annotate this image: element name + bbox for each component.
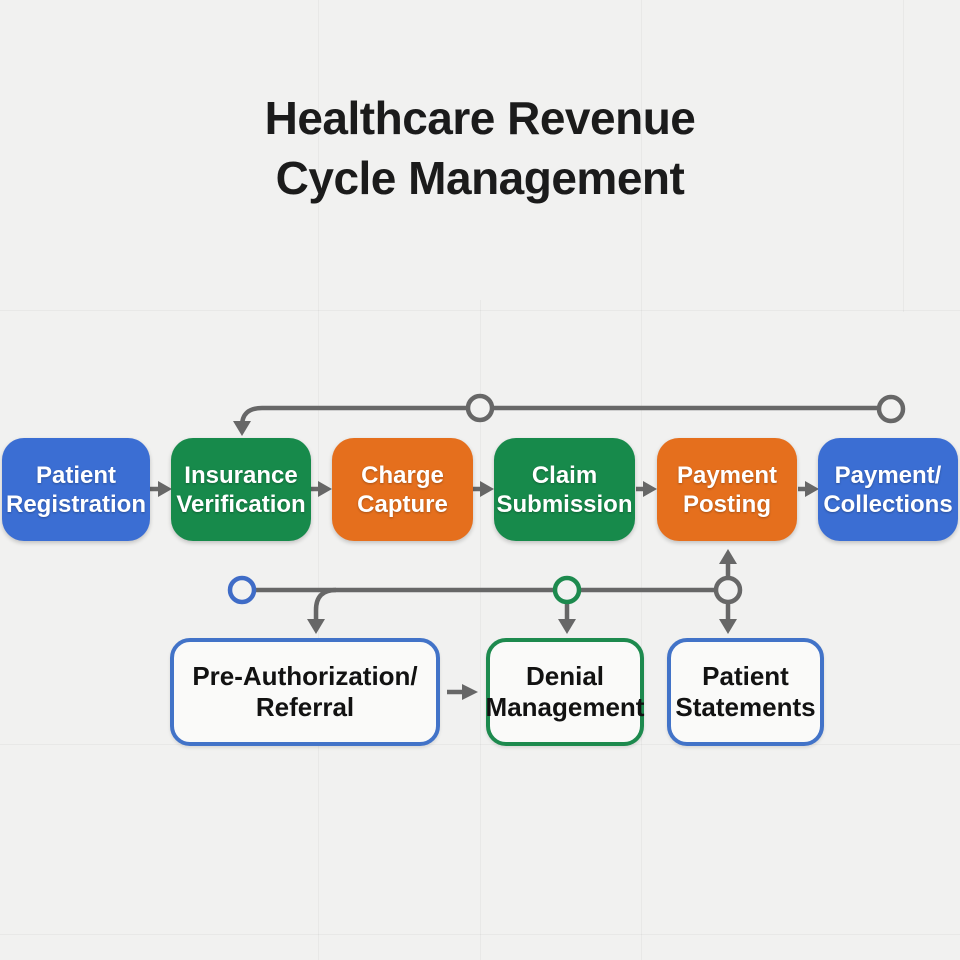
node-label: Patient Registration xyxy=(5,461,146,518)
node-charge-capture: Charge Capture xyxy=(332,438,473,541)
ring-node-top-right xyxy=(876,394,906,424)
arrow-down-into-denial-management xyxy=(558,619,576,634)
node-label: Charge Capture xyxy=(357,461,448,518)
branch-to-pre-authorization xyxy=(313,587,337,621)
ring-node-bottom-left-blue xyxy=(227,575,257,605)
ring-node-bottom-middle-green xyxy=(552,575,582,605)
arrow-down-into-patient-statements xyxy=(719,619,737,634)
node-pre-authorization-referral: Pre-Authorization/ Referral xyxy=(170,638,440,746)
node-payment-posting: Payment Posting xyxy=(657,438,797,541)
node-label: Claim Submission xyxy=(496,461,633,518)
node-patient-registration: Patient Registration xyxy=(2,438,150,541)
background-seam-horizontal xyxy=(0,744,960,745)
node-patient-statements: Patient Statements xyxy=(667,638,824,746)
node-label: Denial Management xyxy=(485,661,645,722)
arrow-down-into-insurance-verification xyxy=(233,421,251,436)
arrow-verification-to-charge xyxy=(311,481,332,497)
background-seam-horizontal xyxy=(0,934,960,935)
background-seam-vertical xyxy=(903,0,904,312)
secondary-connector-line xyxy=(227,549,743,634)
arrow-preauth-to-denial xyxy=(447,684,478,700)
arrow-posting-to-collections xyxy=(798,481,819,497)
diagram-title: Healthcare Revenue Cycle Management xyxy=(180,88,780,208)
diagram-title-line1: Healthcare Revenue xyxy=(264,92,696,144)
arrow-up-into-payment-posting xyxy=(719,549,737,564)
arrow-down-into-pre-authorization xyxy=(307,619,325,634)
arrow-claim-to-posting xyxy=(636,481,657,497)
node-claim-submission: Claim Submission xyxy=(494,438,635,541)
node-label: Payment/ Collections xyxy=(823,461,953,518)
ring-node-bottom-right-gray xyxy=(713,575,743,605)
background-seam-horizontal xyxy=(0,310,960,311)
node-payment-collections: Payment/ Collections xyxy=(818,438,958,541)
node-label: Patient Statements xyxy=(675,661,816,722)
arrow-registration-to-verification xyxy=(149,481,172,497)
diagram-title-line2: Cycle Management xyxy=(275,152,685,204)
node-label: Insurance Verification xyxy=(176,461,306,518)
node-label: Payment Posting xyxy=(676,461,778,518)
node-insurance-verification: Insurance Verification xyxy=(171,438,311,541)
feedback-line-top xyxy=(233,393,906,436)
background-seam-vertical xyxy=(480,300,481,960)
arrow-charge-to-claim xyxy=(473,481,494,497)
node-denial-management: Denial Management xyxy=(486,638,644,746)
node-label: Pre-Authorization/ Referral xyxy=(192,661,418,722)
